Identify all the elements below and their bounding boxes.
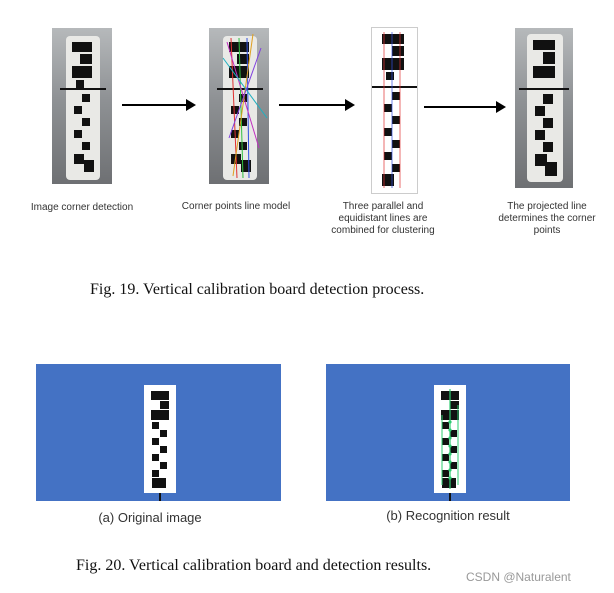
step-label: Image corner detection	[30, 202, 134, 213]
figure-caption: Fig. 20. Vertical calibration board and …	[76, 557, 432, 574]
step-label: The projected line determines the corner…	[498, 201, 596, 236]
corner-line-overlay	[222, 33, 268, 179]
flow-arrow	[279, 99, 355, 111]
step-label: Three parallel and equidistant lines are…	[331, 201, 435, 236]
flow-arrow	[122, 99, 196, 111]
subfigure-label: (b) Recognition result	[386, 508, 510, 523]
subfigure-label: (a) Original image	[98, 510, 202, 525]
corner-detection-photo	[52, 28, 112, 184]
projected-line-photo	[515, 28, 573, 188]
line-model-photo	[209, 28, 269, 184]
flow-arrow	[424, 101, 506, 113]
detected-points-overlay	[441, 389, 459, 489]
step-label: Corner points line model	[181, 201, 291, 212]
watermark: CSDN @Naturalent	[466, 570, 571, 584]
cluster-line-overlay	[383, 32, 401, 188]
original-image-panel	[36, 364, 281, 501]
figure-caption: Fig. 19. Vertical calibration board dete…	[90, 281, 425, 298]
recognition-result-panel	[326, 364, 570, 501]
clustering-board-image	[371, 27, 418, 194]
